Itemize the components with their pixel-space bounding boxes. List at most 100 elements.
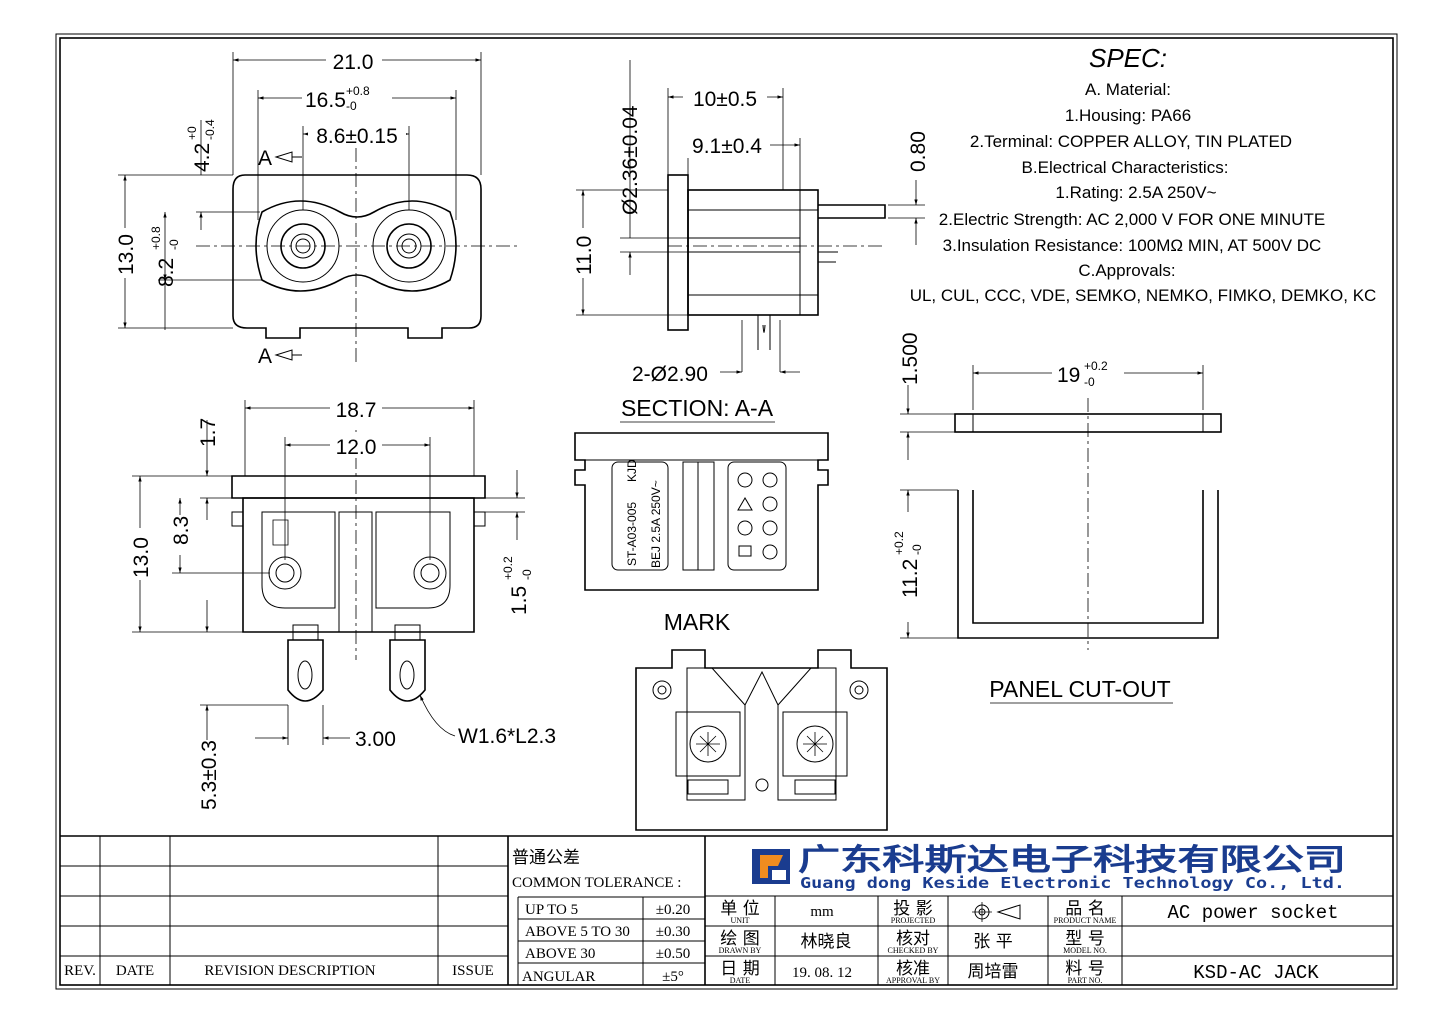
model-en: MODEL NO. <box>1063 946 1107 955</box>
dim-front-middle-tol-plus: +0.8 <box>149 226 163 250</box>
tol-value: ±5° <box>662 969 684 985</box>
tol-value: ±0.50 <box>656 946 690 962</box>
unit-en: UNIT <box>730 916 749 925</box>
bottom-view: 18.7 12.0 13.0 1.7 8.3 1.5 +0.2 -0 5.3±0… <box>127 395 556 810</box>
dim-front-upper: 4.2 <box>191 143 214 172</box>
spec-line: 2.Terminal: COPPER ALLOY, TIN PLATED <box>970 132 1292 151</box>
spec-line: B.Electrical Characteristics: <box>1022 158 1229 177</box>
top-view: ST-A03-005 BEJ 2.5A 250V~ KJD <box>574 432 829 591</box>
projection-symbol-icon <box>972 902 1021 922</box>
approval-en: APPROVAL BY <box>886 976 940 985</box>
spec-line: 3.Insulation Resistance: 100MΩ MIN, AT 5… <box>943 236 1322 255</box>
dim-bottom-lip-tol-plus: +0.2 <box>501 556 515 580</box>
dim-section-holes: 2-Ø2.90 <box>632 363 708 386</box>
tol-range: ABOVE 5 TO 30 <box>525 924 630 940</box>
section-marker-top: A <box>258 147 272 170</box>
drawn-cn: 绘 图 <box>720 929 759 949</box>
title-block: REV. DATE REVISION DESCRIPTION ISSUE 普通公… <box>60 835 1393 985</box>
section-marker-bottom: A <box>258 345 272 368</box>
spec-line: A. Material: <box>1085 80 1171 99</box>
marking-rating: BEJ 2.5A 250V~ <box>649 480 663 568</box>
section-view: 10±0.5 9.1±0.4 Ø2.36±0.04 11.0 0.80 2-Ø2… <box>572 60 930 423</box>
product-name-cn: 品 名 <box>1065 899 1104 919</box>
dim-section-pin: 0.80 <box>907 131 930 172</box>
marking-logo: KJD <box>625 459 639 482</box>
model-cn: 型 号 <box>1065 929 1104 949</box>
dim-front-pitch-outer-tol-minus: -0 <box>346 99 357 113</box>
approval-value: 周培雷 <box>968 962 1019 982</box>
mark-view: MARK <box>635 609 888 831</box>
dim-section-top-inner: 9.1±0.4 <box>692 135 762 158</box>
date-en: DATE <box>730 976 751 985</box>
part-cn: 料 号 <box>1065 959 1104 979</box>
panel-label: PANEL CUT-OUT <box>989 676 1170 702</box>
checked-value: 张 平 <box>973 932 1012 952</box>
tol-value: ±0.20 <box>656 902 690 918</box>
dim-bottom-height: 13.0 <box>130 537 153 578</box>
drawn-value: 林晓良 <box>801 932 852 952</box>
projected-cn: 投 影 <box>893 899 932 919</box>
outer-border <box>55 33 1398 990</box>
spec-line: C.Approvals: <box>1078 261 1175 280</box>
dim-bottom-lip: 1.5 <box>508 586 531 615</box>
dim-panel-height: 11.2 <box>899 559 922 598</box>
company-logo <box>752 849 790 884</box>
dim-bottom-tab: W1.6*L2.3 <box>458 725 556 748</box>
spec-line: 2.Electric Strength: AC 2,000 V FOR ONE … <box>939 210 1325 229</box>
dim-panel-width-tol-minus: -0 <box>1084 375 1095 389</box>
product-name: AC power socket <box>1167 902 1338 924</box>
dim-bottom-lip-tol-minus: -0 <box>520 569 534 580</box>
spec-line: UL, CUL, CCC, VDE, SEMKO, NEMKO, FIMKO, … <box>910 286 1377 305</box>
inner-border <box>59 37 1394 986</box>
rev-header: REV. <box>64 963 96 979</box>
drawn-en: DRAWN BY <box>719 946 762 955</box>
dim-panel-width: 19 <box>1057 364 1080 387</box>
tol-range: UP TO 5 <box>525 902 578 918</box>
product-name-en: PRODUCT NAME <box>1054 916 1117 925</box>
marking-model: ST-A03-005 <box>625 502 639 566</box>
part-value: KSD-AC JACK <box>1193 962 1319 984</box>
tol-range: ANGULAR <box>522 969 595 985</box>
tolerance-title-en: COMMON TOLERANCE : <box>512 875 681 891</box>
date-value: 19. 08. 12 <box>792 965 852 981</box>
date-cn: 日 期 <box>720 959 759 979</box>
dim-panel-thickness: 1.500 <box>899 332 922 385</box>
checked-en: CHECKED BY <box>888 946 939 955</box>
issue-header: ISSUE <box>452 963 494 979</box>
dim-panel-width-tol-plus: +0.2 <box>1084 359 1108 373</box>
projected-en: PROJECTED <box>891 916 936 925</box>
dim-front-width: 21.0 <box>333 51 374 74</box>
spec-title: SPEC: <box>1089 43 1167 73</box>
dim-bottom-lead: 5.3±0.3 <box>198 740 221 810</box>
tol-value: ±0.30 <box>656 924 690 940</box>
checked-cn: 核对 <box>896 929 930 949</box>
dim-front-middle-tol-minus: -0 <box>167 239 181 250</box>
dim-bottom-pitch: 12.0 <box>336 436 377 459</box>
dim-section-height: 11.0 <box>573 236 596 275</box>
mark-label: MARK <box>664 609 731 635</box>
dim-bottom-inner: 8.3 <box>170 516 193 545</box>
dim-front-pitch-outer: 16.5 <box>305 89 346 112</box>
date-header: DATE <box>116 963 154 979</box>
tolerance-title-cn: 普通公差 <box>512 848 580 868</box>
dim-front-pitch: 8.6±0.15 <box>316 125 398 148</box>
approval-cn: 核准 <box>896 959 930 979</box>
dim-section-top-outer: 10±0.5 <box>693 88 757 111</box>
company-name-cn: 广东科斯达电子科技有限公司 <box>798 843 1346 878</box>
revision-header: REVISION DESCRIPTION <box>204 963 375 979</box>
part-en: PART NO. <box>1068 976 1103 985</box>
dim-front-upper-tol-plus: +0 <box>185 126 199 140</box>
dim-front-pitch-outer-tol-plus: +0.8 <box>346 84 370 98</box>
dim-bottom-flange: 1.7 <box>197 418 220 447</box>
dim-bottom-lead-width: 3.00 <box>355 728 396 751</box>
dim-panel-height-tol-minus: -0 <box>910 544 924 555</box>
unit-value: mm <box>810 904 834 920</box>
tol-range: ABOVE 30 <box>525 946 595 962</box>
dim-section-dia: Ø2.36±0.04 <box>619 105 642 215</box>
spec-block: SPEC: A. Material: 1.Housing: PA66 2.Ter… <box>910 43 1377 305</box>
section-label: SECTION: A-A <box>621 395 774 421</box>
front-view: 21.0 16.5 +0.8 -0 8.6±0.15 13.0 4.2 +0 -… <box>112 47 520 368</box>
dim-front-height: 13.0 <box>115 234 138 275</box>
unit-cn: 单 位 <box>720 899 759 919</box>
dim-front-middle: 8.2 <box>155 258 178 287</box>
